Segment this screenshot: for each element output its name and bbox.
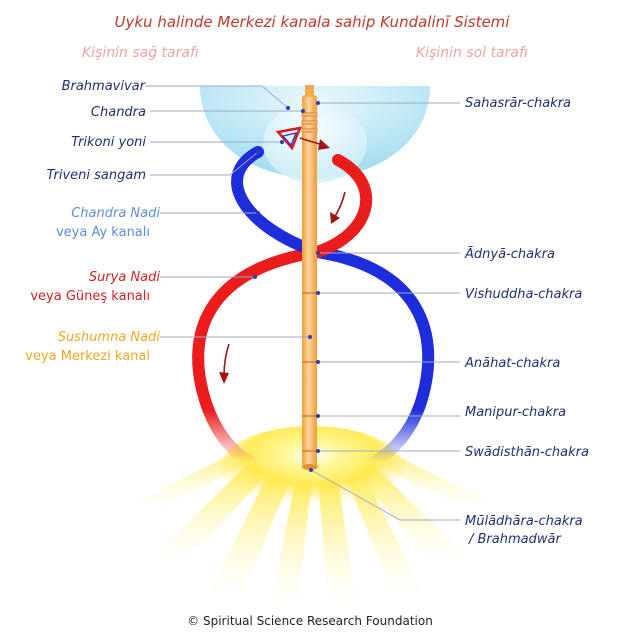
label-muladhara-sub: / Brahmadwār (468, 532, 562, 547)
label-brahmavivar: Brahmavivar (62, 79, 147, 94)
label-triveni-sangam: Triveni sangam (47, 168, 146, 183)
dot-manipur (316, 414, 320, 418)
dot-adnya (316, 251, 320, 255)
label-muladhara: Mūlādhāra-chakra (465, 514, 583, 529)
flow-arrow-mid (333, 191, 346, 219)
chandra-upper-channel (231, 146, 323, 258)
label-manipur: Manipur-chakra (465, 405, 566, 420)
right-side-label: Kişinin sağ tarafı (82, 45, 199, 61)
label-surya-nadi-sub: veya Güneş kanalı (30, 289, 150, 304)
flow-arrow-top-head (318, 139, 330, 150)
dot-brahmavivar (286, 106, 290, 110)
dot-swadisthan (316, 449, 320, 453)
label-chandra: Chandra (91, 105, 146, 120)
dot-sahasrar (316, 101, 320, 105)
dot-muladhara (309, 468, 313, 472)
label-sahasrar: Sahasrār-chakra (465, 96, 571, 111)
copyright-notice: © Spiritual Science Research Foundation (187, 614, 433, 628)
muladhara-glow (140, 426, 485, 620)
leader-triveni-sangam (150, 151, 259, 176)
sahasrar-ring (301, 112, 318, 117)
label-trikoni-yoni: Trikoni yoni (71, 135, 146, 150)
label-chandra-nadi-sub: veya Ay kanalı (56, 225, 150, 240)
surya-lower-channel (192, 246, 323, 468)
surya-upper-channel (311, 154, 373, 258)
label-sushumna-nadi: Sushumna Nadi (58, 330, 161, 345)
sushumna-tube (302, 95, 317, 467)
leader-brahmavivar (145, 85, 289, 109)
sahasrar-ring (301, 120, 318, 125)
dot-triveni-sangam (256, 150, 260, 154)
label-surya-nadi: Surya Nadi (89, 270, 161, 285)
chandra-lower-channel (311, 246, 435, 468)
dot-surya-nadi (253, 275, 257, 279)
sahasrar-ring (301, 128, 318, 133)
flow-arrow-lower-head (219, 372, 229, 384)
label-swadisthan: Swādisthān-chakra (465, 445, 589, 460)
label-vishuddha: Vishuddha-chakra (465, 287, 582, 302)
flow-arrow-mid-head (330, 212, 340, 224)
sushumna-top-cap (305, 85, 314, 97)
label-anahat: Anāhat-chakra (464, 356, 560, 371)
leader-muladhara (310, 469, 460, 521)
page-title: Uyku halinde Merkezi kanala sahip Kundal… (115, 13, 511, 31)
label-adnya: Ādnyā-chakra (464, 247, 555, 262)
dot-anahat (316, 360, 320, 364)
label-sushumna-nadi-sub: veya Merkezi kanal (25, 349, 150, 364)
dot-vishuddha (316, 291, 320, 295)
sushumna-base (302, 464, 318, 470)
dot-chandra-nadi (256, 211, 260, 215)
label-chandra-nadi: Chandra Nadi (71, 206, 160, 221)
dot-trikoni-yoni (280, 140, 284, 144)
left-side-label: Kişinin sol tarafı (416, 45, 528, 61)
dot-sushumna-nadi (308, 335, 312, 339)
flow-arrow-lower (223, 343, 230, 377)
dot-chandra (301, 109, 305, 113)
trikoni-yoni-triangle (275, 126, 302, 151)
